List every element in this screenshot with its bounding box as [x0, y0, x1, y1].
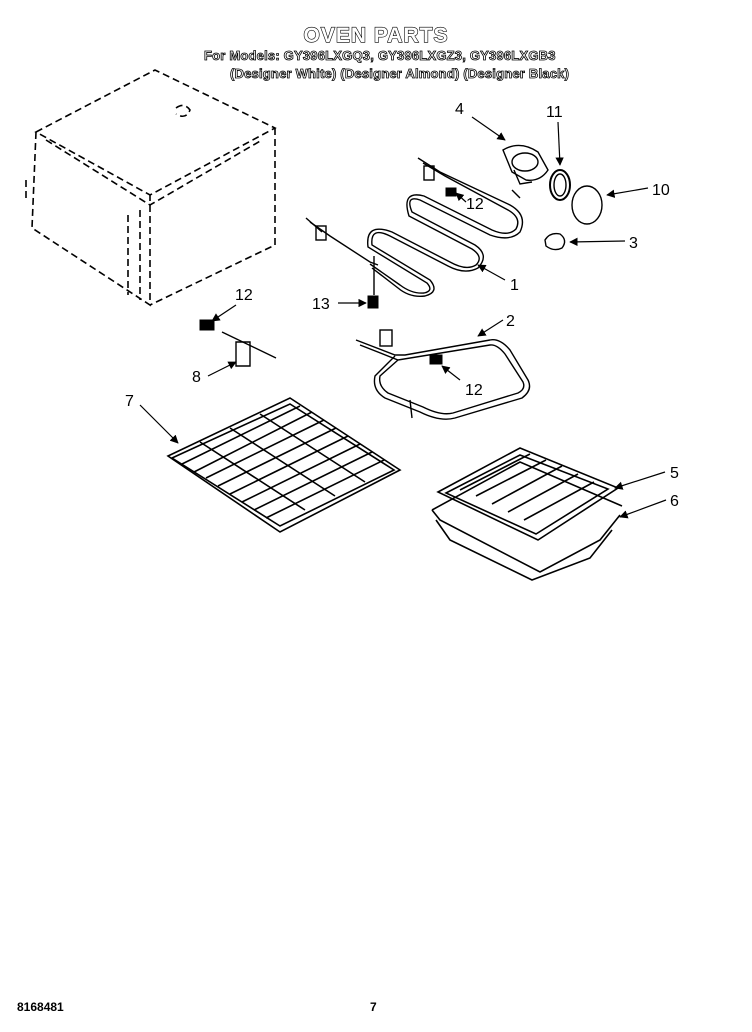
callout-13: 13 — [312, 296, 330, 313]
callout-10: 10 — [652, 182, 670, 199]
callout-1: 1 — [510, 277, 519, 294]
document-number: 8168481 — [17, 1000, 64, 1014]
callout-12-broil: 12 — [465, 382, 483, 399]
callout-2: 2 — [506, 313, 515, 330]
broiler-pan — [431, 447, 623, 581]
screws — [199, 187, 457, 365]
bracket — [221, 331, 277, 367]
callout-7: 7 — [125, 393, 134, 410]
callout-6: 6 — [670, 493, 679, 510]
callout-8: 8 — [192, 369, 201, 386]
bake-element — [305, 157, 524, 298]
page-title: OVEN PARTS — [303, 23, 449, 47]
leader-lines — [139, 116, 667, 519]
page-number: 7 — [370, 1000, 377, 1014]
callout-labels: 4 11 10 3 1 2 12 12 13 12 8 7 5 6 — [125, 101, 679, 510]
broil-element — [355, 329, 531, 420]
oven-cavity — [25, 69, 277, 307]
model-numbers: For Models: GY396LXGQ3, GY396LXGZ3, GY39… — [204, 48, 556, 64]
oven-light-assembly — [502, 144, 603, 251]
callout-12-bracket: 12 — [235, 287, 253, 304]
designer-colors: (Designer White) (Designer Almond) (Desi… — [230, 66, 570, 82]
callout-5: 5 — [670, 465, 679, 482]
callout-3: 3 — [629, 235, 638, 252]
callout-11: 11 — [546, 104, 563, 121]
oven-rack — [166, 397, 402, 533]
callout-4: 4 — [455, 101, 464, 118]
callout-12-upper: 12 — [466, 196, 484, 213]
